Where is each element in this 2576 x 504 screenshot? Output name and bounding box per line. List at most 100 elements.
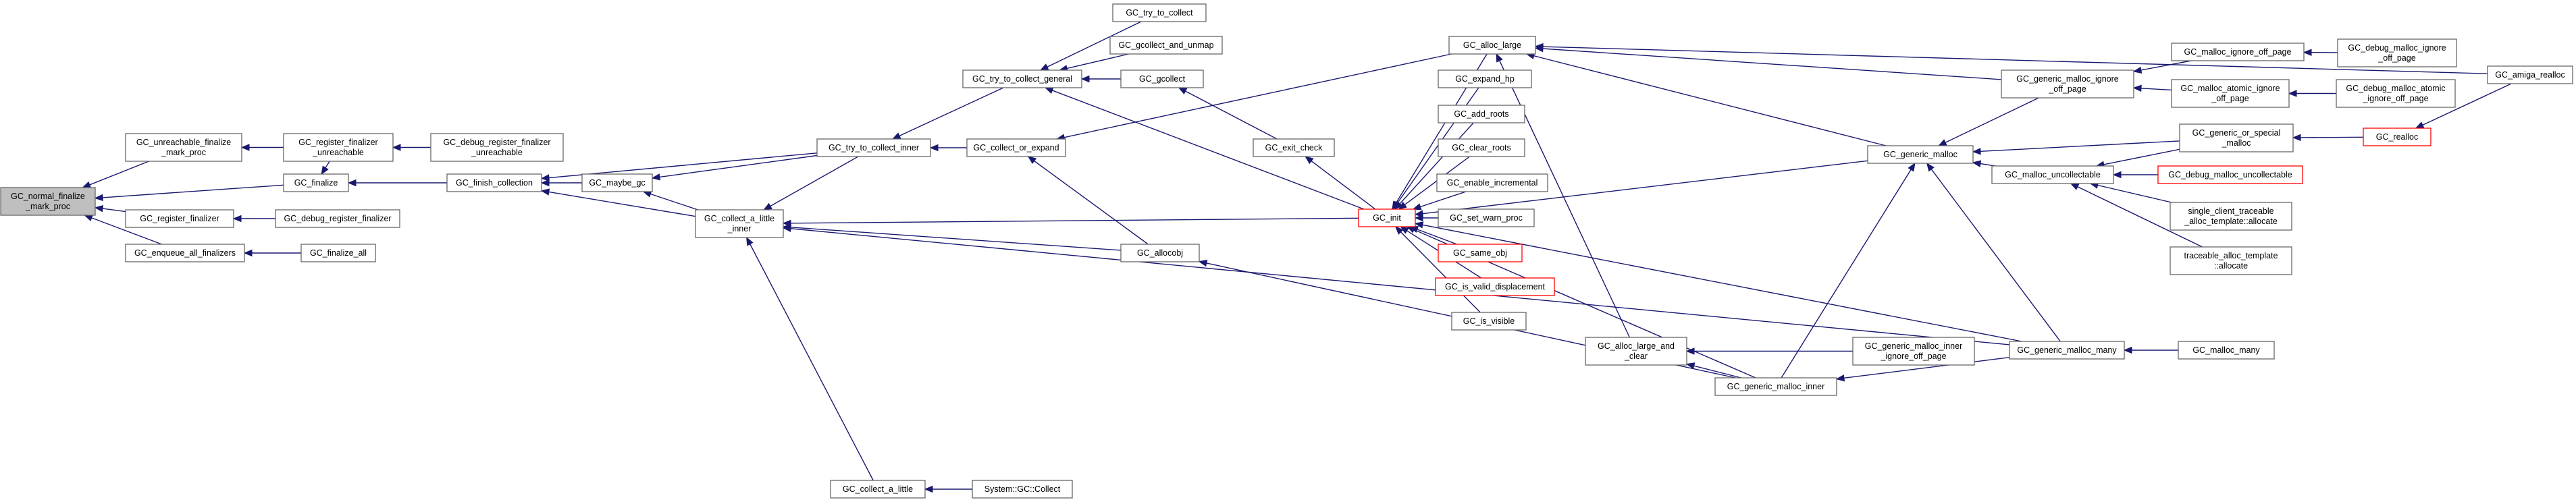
node-box[interactable] bbox=[300, 244, 376, 262]
node-box[interactable] bbox=[1867, 145, 1974, 164]
node-box[interactable] bbox=[966, 138, 1066, 157]
node-box[interactable] bbox=[283, 173, 349, 192]
node-box[interactable] bbox=[2009, 341, 2125, 360]
node-try_to_collect_inner[interactable]: GC_try_to_collect_inner bbox=[816, 138, 931, 157]
node-box[interactable] bbox=[1436, 173, 1548, 192]
node-try_to_collect[interactable]: GC_try_to_collect bbox=[1112, 3, 1207, 22]
node-generic_malloc[interactable]: GC_generic_malloc bbox=[1867, 145, 1974, 164]
node-box[interactable] bbox=[1109, 36, 1223, 55]
node-is_visible[interactable]: GC_is_visible bbox=[1451, 312, 1527, 331]
node-debug_malloc_ignore[interactable]: GC_debug_malloc_ignore_off_page bbox=[2337, 38, 2457, 67]
node-box[interactable] bbox=[830, 480, 926, 499]
node-box[interactable] bbox=[972, 480, 1073, 499]
node-box[interactable] bbox=[1714, 377, 1837, 396]
node-box[interactable] bbox=[2363, 128, 2432, 146]
node-collect_a_little_inner[interactable]: GC_collect_a_little_inner bbox=[695, 209, 784, 238]
node-box[interactable] bbox=[2171, 79, 2290, 108]
node-box[interactable] bbox=[2170, 246, 2292, 275]
node-box[interactable] bbox=[962, 69, 1082, 88]
node-box[interactable] bbox=[2157, 165, 2303, 184]
node-box[interactable] bbox=[1448, 36, 1536, 55]
node-box[interactable] bbox=[446, 173, 542, 192]
node-debug_register_unreach[interactable]: GC_debug_register_finalizer_unreachable bbox=[430, 133, 564, 162]
node-box[interactable] bbox=[1435, 277, 1555, 296]
node-box[interactable] bbox=[581, 173, 653, 192]
node-box[interactable] bbox=[2487, 65, 2573, 84]
node-allocobj[interactable]: GC_allocobj bbox=[1120, 244, 1200, 262]
node-exit_check[interactable]: GC_exit_check bbox=[1253, 138, 1335, 157]
node-generic_malloc_inner[interactable]: GC_generic_malloc_inner bbox=[1714, 377, 1837, 396]
node-box[interactable] bbox=[2170, 202, 2292, 231]
node-init[interactable]: GC_init bbox=[1358, 208, 1416, 227]
node-box[interactable] bbox=[2001, 69, 2134, 99]
node-enable_incremental[interactable]: GC_enable_incremental bbox=[1436, 173, 1548, 192]
node-set_warn_proc[interactable]: GC_set_warn_proc bbox=[1438, 208, 1535, 227]
node-box[interactable] bbox=[1120, 244, 1200, 262]
node-maybe_gc[interactable]: GC_maybe_gc bbox=[581, 173, 653, 192]
node-box[interactable] bbox=[1120, 69, 1204, 88]
node-expand_hp[interactable]: GC_expand_hp bbox=[1438, 69, 1532, 88]
node-system_collect[interactable]: System::GC::Collect bbox=[972, 480, 1073, 499]
node-generic_or_special[interactable]: GC_generic_or_special_malloc bbox=[2179, 123, 2294, 152]
node-enqueue_all[interactable]: GC_enqueue_all_finalizers bbox=[125, 244, 245, 262]
node-box[interactable] bbox=[1358, 208, 1416, 227]
node-box[interactable] bbox=[1438, 244, 1523, 262]
node-add_roots[interactable]: GC_add_roots bbox=[1438, 105, 1525, 123]
node-box[interactable] bbox=[125, 133, 242, 162]
node-single_client[interactable]: single_client_traceable_alloc_template::… bbox=[2170, 202, 2292, 231]
node-box[interactable] bbox=[1112, 3, 1207, 22]
node-is_valid_displacement[interactable]: GC_is_valid_displacement bbox=[1435, 277, 1555, 296]
node-generic_malloc_inner_ignore[interactable]: GC_generic_malloc_inner_ignore_off_page bbox=[1852, 337, 1975, 366]
node-debug_malloc_atomic_ignore[interactable]: GC_debug_malloc_atomic_ignore_off_page bbox=[2336, 79, 2456, 108]
node-malloc_ignore_off_page[interactable]: GC_malloc_ignore_off_page bbox=[2171, 43, 2305, 61]
node-unreachable_finalize[interactable]: GC_unreachable_finalize_mark_proc bbox=[125, 133, 242, 162]
node-collect_a_little[interactable]: GC_collect_a_little bbox=[830, 480, 926, 499]
node-box[interactable] bbox=[125, 209, 234, 228]
node-box[interactable] bbox=[1451, 312, 1527, 331]
node-box[interactable] bbox=[1438, 69, 1532, 88]
node-box[interactable] bbox=[1585, 337, 1687, 366]
node-try_to_collect_general[interactable]: GC_try_to_collect_general bbox=[962, 69, 1082, 88]
node-box[interactable] bbox=[1438, 208, 1535, 227]
node-box[interactable] bbox=[2179, 123, 2294, 152]
node-box[interactable] bbox=[125, 244, 245, 262]
node-alloc_large_and_clear[interactable]: GC_alloc_large_and_clear bbox=[1585, 337, 1687, 366]
node-debug_register[interactable]: GC_debug_register_finalizer bbox=[275, 209, 400, 228]
node-traceable_alloc[interactable]: traceable_alloc_template::allocate bbox=[2170, 246, 2292, 275]
node-malloc_many[interactable]: GC_malloc_many bbox=[2178, 341, 2275, 360]
node-debug_malloc_uncollectable[interactable]: GC_debug_malloc_uncollectable bbox=[2157, 165, 2303, 184]
node-box[interactable] bbox=[283, 133, 394, 162]
node-malloc_atomic_ignore[interactable]: GC_malloc_atomic_ignore_off_page bbox=[2171, 79, 2290, 108]
node-box[interactable] bbox=[275, 209, 400, 228]
node-finish_collection[interactable]: GC_finish_collection bbox=[446, 173, 542, 192]
node-box[interactable] bbox=[2336, 79, 2456, 108]
node-gcollect[interactable]: GC_gcollect bbox=[1120, 69, 1204, 88]
node-clear_roots[interactable]: GC_clear_roots bbox=[1438, 138, 1525, 157]
node-box[interactable] bbox=[2178, 341, 2275, 360]
node-finalize[interactable]: GC_finalize bbox=[283, 173, 349, 192]
node-box[interactable] bbox=[430, 133, 564, 162]
node-amiga_realloc[interactable]: GC_amiga_realloc bbox=[2487, 65, 2573, 84]
node-box[interactable] bbox=[0, 187, 96, 216]
node-box[interactable] bbox=[1438, 138, 1525, 157]
node-generic_malloc_many[interactable]: GC_generic_malloc_many bbox=[2009, 341, 2125, 360]
node-gcollect_and_unmap[interactable]: GC_gcollect_and_unmap bbox=[1109, 36, 1223, 55]
node-box[interactable] bbox=[1852, 337, 1975, 366]
node-box[interactable] bbox=[695, 209, 784, 238]
node-alloc_large[interactable]: GC_alloc_large bbox=[1448, 36, 1536, 55]
node-collect_or_expand[interactable]: GC_collect_or_expand bbox=[966, 138, 1066, 157]
node-same_obj[interactable]: GC_same_obj bbox=[1438, 244, 1523, 262]
node-box[interactable] bbox=[2337, 38, 2457, 67]
node-malloc_uncollectable[interactable]: GC_malloc_uncollectable bbox=[1991, 165, 2114, 184]
node-register_unreach[interactable]: GC_register_finalizer_unreachable bbox=[283, 133, 394, 162]
node-realloc[interactable]: GC_realloc bbox=[2363, 128, 2432, 146]
node-finalize_all[interactable]: GC_finalize_all bbox=[300, 244, 376, 262]
node-generic_malloc_ignore[interactable]: GC_generic_malloc_ignore_off_page bbox=[2001, 69, 2134, 99]
node-box[interactable] bbox=[1253, 138, 1335, 157]
node-normal_finalize[interactable]: GC_normal_finalize_mark_proc bbox=[0, 187, 96, 216]
node-box[interactable] bbox=[816, 138, 931, 157]
node-register_finalizer[interactable]: GC_register_finalizer bbox=[125, 209, 234, 228]
node-box[interactable] bbox=[1438, 105, 1525, 123]
node-box[interactable] bbox=[2171, 43, 2305, 61]
node-box[interactable] bbox=[1991, 165, 2114, 184]
